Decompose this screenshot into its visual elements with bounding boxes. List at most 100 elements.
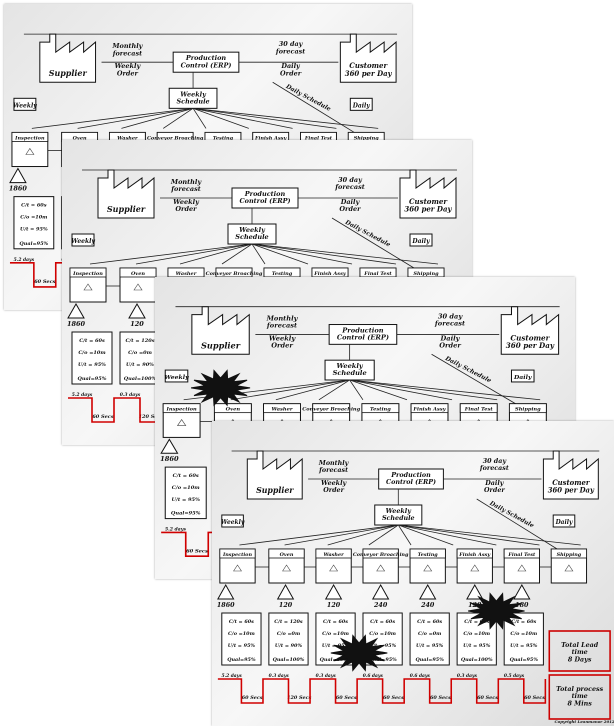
- inventory-count: 120: [327, 601, 341, 609]
- weekly-truck-icon: [221, 514, 244, 528]
- quality: Qual=95%: [510, 657, 539, 663]
- schedule-fan-line: [239, 524, 399, 546]
- supplier-label: Supplier: [107, 204, 146, 214]
- schedule-fan-line: [397, 524, 412, 546]
- uptime: U/t = 95%: [78, 362, 106, 368]
- daily-schedule-label: Daily Schedule: [488, 499, 536, 529]
- process-header: [456, 548, 493, 559]
- operator-icon: [423, 564, 433, 572]
- timeline-days: 0.6 days: [363, 674, 384, 679]
- total-lead-time-box: [548, 630, 611, 672]
- process-label: Conveyor Broaching: [302, 407, 360, 413]
- cycle-time: C/t = 60s: [511, 619, 536, 625]
- data-box: [164, 466, 207, 520]
- schedule-fan-line: [284, 524, 399, 546]
- timeline-days: 0.3 days: [120, 392, 141, 398]
- weekly-truck-label: Weekly: [164, 374, 189, 381]
- schedule-fan-line: [221, 243, 253, 265]
- timeline-secs: 120 Secs: [287, 695, 311, 701]
- process-header: [550, 548, 587, 559]
- changeover-time: C/o =10m: [78, 350, 105, 356]
- operator-icon: [233, 564, 242, 572]
- process-header: [69, 267, 107, 278]
- daily-schedule-label: Daily Schedule: [443, 355, 493, 385]
- inventory-triangle-icon: [128, 302, 146, 319]
- uptime: U/t = 95%: [463, 643, 491, 649]
- inventory-triangle-icon: [160, 438, 179, 454]
- schedule-fan-line: [349, 379, 453, 401]
- changeover-time: C/o =10m: [510, 631, 537, 637]
- inventory-triangle-icon: [9, 167, 27, 184]
- supplier-factory-icon: [191, 306, 250, 355]
- daily-schedule-label: Daily Schedule: [343, 218, 392, 248]
- process-label: Conveyor Broaching: [147, 135, 204, 141]
- schedule-fan-line: [31, 107, 194, 129]
- cycle-time: C/t = 60s: [464, 619, 489, 625]
- changeover-time: C/o =10m: [20, 215, 47, 221]
- changeover-time: C/o =10m: [322, 631, 349, 637]
- quality: Qual=95%: [415, 657, 444, 663]
- uptime: U/t = 95%: [228, 643, 256, 649]
- timeline-days: 5.2 days: [14, 257, 35, 263]
- data-box: [71, 331, 113, 385]
- schedule-fan-line: [89, 243, 253, 265]
- schedule-fan-line: [179, 243, 253, 265]
- inventory-count: 1860: [217, 601, 235, 609]
- changeover-time: C/o =10m: [463, 631, 490, 637]
- supplier-label: Supplier: [256, 486, 294, 495]
- process-label: Oven: [131, 271, 145, 277]
- inventory-count: 1860: [9, 185, 27, 193]
- timeline-line: [217, 678, 547, 704]
- timeline-secs: 60 Secs: [477, 695, 498, 701]
- data-box: [409, 612, 450, 666]
- copyright-label: Copyright Leanmanor 2012: [555, 719, 614, 724]
- timeline-secs: 60 Secs: [524, 695, 545, 701]
- schedule-fan-line: [251, 243, 439, 265]
- daily-truck-icon: [409, 233, 433, 247]
- daily-truck-label: Daily: [513, 374, 532, 381]
- schedule-fan-line: [193, 107, 379, 129]
- process-label: Shipping: [557, 552, 582, 558]
- process-header: [11, 132, 49, 142]
- schedule-fan-line: [135, 243, 253, 265]
- cycle-time: C/t = 60s: [370, 619, 395, 625]
- quality: Qual=100%: [461, 657, 493, 663]
- timeline-days: 0.3 days: [269, 674, 290, 679]
- process-header: [362, 548, 399, 559]
- process-label: Washer: [176, 271, 197, 277]
- inventory-count: 1860: [67, 320, 86, 328]
- weekly-truck-label: Weekly: [13, 102, 37, 109]
- cycle-time: C/t = 60s: [79, 338, 105, 344]
- data-box: [268, 612, 309, 666]
- uptime: U/t = 95%: [416, 643, 444, 649]
- schedule-fan-line: [398, 524, 540, 546]
- daily-truck-icon: [349, 97, 373, 111]
- timeline-days: 0.5 days: [504, 674, 525, 679]
- timeline-secs: 60 Secs: [34, 279, 55, 285]
- process-label: Washer: [323, 552, 344, 558]
- uptime: U/t = 95%: [510, 643, 538, 649]
- total-process-time-box: [548, 674, 611, 720]
- process-label: Washer: [117, 135, 138, 141]
- uptime: U/t = 90%: [126, 362, 154, 368]
- operator-icon: [376, 564, 386, 572]
- process-header: [315, 548, 352, 559]
- kaizen-burst-icon: [330, 634, 388, 672]
- supplier-label: Supplier: [201, 340, 241, 350]
- schedule-fan-line: [327, 524, 399, 546]
- timeline-days: 5.2 days: [222, 674, 243, 679]
